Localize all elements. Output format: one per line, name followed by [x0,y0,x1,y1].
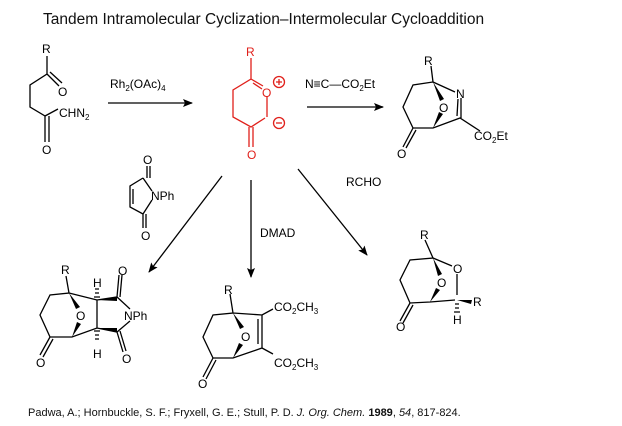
atom-o: O [76,309,85,323]
atom-h: H [93,347,102,361]
n-phenylmaleimide: O NPh O [129,153,174,243]
atom-o: O [396,320,405,334]
atom-o: O [453,262,462,276]
atom-r: R [473,295,482,309]
atom-o: O [141,229,150,243]
atom-o: O [439,101,448,115]
reagent-rcho: RCHO [346,175,381,189]
nph-label: NPh [124,309,147,323]
product-dmad-cycloadduct: R O O CO2CH3 CO2CH3 [198,283,319,391]
atom-o: O [58,85,67,99]
reagent-rh2oac4: Rh2(OAc)4 [110,77,166,93]
atom-o: O [198,377,207,391]
atom-o: O [437,276,446,290]
atom-o: O [122,352,131,366]
atom-o: O [241,330,250,344]
atom-r: R [42,42,51,56]
plus-charge-icon [272,75,286,89]
atom-o: O [36,356,45,370]
nph-label: NPh [151,189,174,203]
atom-o: O [143,153,152,167]
atom-n: N [456,87,465,101]
chn2-label: CHN2 [59,106,90,122]
carbonyl-ylide-intermediate: R O O [232,45,286,162]
atom-h: H [93,276,102,290]
product-maleimide-cycloadduct: R H H O O O O NPh [36,263,147,370]
product-aldehyde-cycloadduct: R O O R H O [396,228,482,334]
atom-o: O [247,148,256,162]
co2et-label: CO2Et [474,129,508,145]
reaction-arrow [297,168,368,256]
reagent-ethyl-cyanoformate: N≡C—CO2Et [305,77,376,93]
atom-r: R [424,54,433,68]
atom-o: O [118,264,127,278]
atom-r: R [224,283,233,297]
atom-r: R [246,45,255,59]
reagent-dmad: DMAD [260,226,296,240]
atom-o: O [262,86,271,100]
citation: Padwa, A.; Hornbuckle, S. F.; Fryxell, G… [28,407,461,419]
scheme-title: Tandem Intramolecular Cyclization–Interm… [43,11,484,28]
atom-r: R [420,228,429,242]
co2ch3-label: CO2CH3 [274,300,319,316]
atom-o: O [397,147,406,161]
minus-charge-icon [272,116,286,130]
starting-material: R O O CHN2 [29,42,90,157]
reaction-arrow [148,175,223,273]
co2ch3-label: CO2CH3 [274,356,319,372]
product-imine-cycloadduct: R O N O CO2Et [397,54,508,161]
atom-o: O [42,143,51,157]
atom-h: H [453,313,462,327]
atom-r: R [61,263,70,277]
